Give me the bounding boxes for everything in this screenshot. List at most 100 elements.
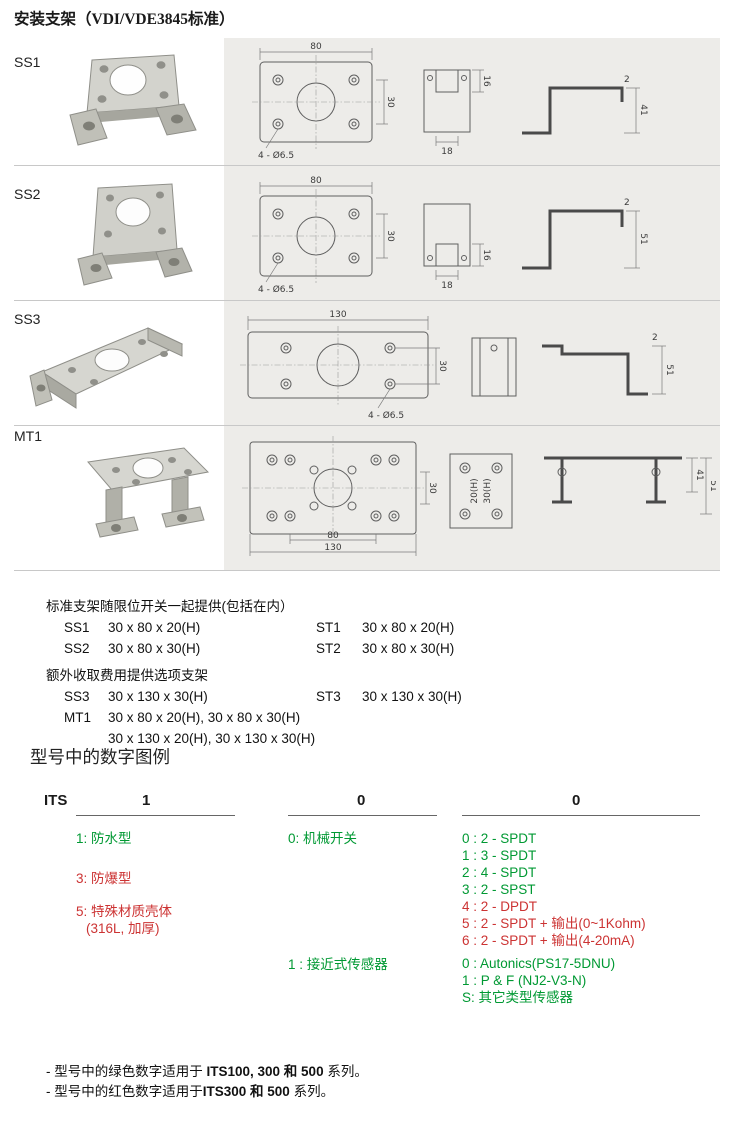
- legend-item: 1 : 接近式传感器: [288, 957, 388, 972]
- ss2-profile-view: 51 2: [522, 198, 648, 270]
- digit-underline: [288, 815, 437, 816]
- ss3-photo: [29, 327, 184, 409]
- model-digit-1: 1: [142, 792, 151, 809]
- dim-label: 30: [437, 360, 447, 372]
- spec-row: SS3 30 x 130 x 30(H) ST3 30 x 130 x 30(H…: [64, 686, 562, 707]
- digit-underline: [462, 815, 700, 816]
- legend-item: 0 : 2 - SPDT: [462, 831, 537, 846]
- footnote-series: ITS100, 300 和 500: [206, 1064, 324, 1079]
- digit-underline: [76, 815, 235, 816]
- standard-heading: 标准支架随限位开关一起提供(包括在内）: [46, 599, 294, 614]
- spec-value: 30 x 80 x 30(H): [108, 641, 201, 656]
- spec-row: 30 x 130 x 20(H), 30 x 130 x 30(H): [64, 728, 562, 749]
- ss2-top-view: 80 30 4 - Ø6.5: [252, 176, 395, 295]
- dim-label: 80: [327, 531, 339, 541]
- model-prefix: ITS: [44, 792, 68, 809]
- dim-label: 80: [310, 176, 322, 186]
- bracket-label-mt1: MT1: [14, 428, 42, 444]
- dim-label: 30: [385, 96, 395, 108]
- ss3-profile-view: 51 2: [542, 333, 674, 396]
- spec-label: ST1: [316, 620, 341, 635]
- legend-col-2: 0: 机械开关 1 : 接近式传感器: [288, 830, 388, 973]
- ss3-side-view: [471, 337, 517, 397]
- dim-label: 51: [638, 233, 648, 244]
- footnote-series: ITS300 和 500: [202, 1084, 290, 1099]
- dim-label: 30: [427, 482, 437, 494]
- legend-item: 0 : Autonics(PS17-5DNU): [462, 956, 616, 971]
- spec-value: 30 x 80 x 20(H): [362, 620, 455, 635]
- legend-item: 0: 机械开关: [288, 831, 358, 846]
- model-digit-2: 0: [357, 792, 366, 809]
- footnote-green: - 型号中的绿色数字适用于 ITS100, 300 和 500 系列。: [46, 1062, 368, 1082]
- mt1-top-view: 30 80 130: [242, 436, 437, 556]
- spec-value: 30 x 80 x 20(H): [108, 620, 201, 635]
- ss1-drawing: 80 30 4 - Ø6.5 16 18 41 2: [252, 42, 648, 161]
- spec-label: SS1: [64, 620, 90, 635]
- legend-item: 5 : 2 - SPDT + 输出(0~1Kohm): [462, 916, 646, 931]
- legend-item: 6 : 2 - SPDT + 输出(4-20mA): [462, 933, 635, 948]
- mt1-photo: [87, 447, 210, 538]
- dim-label: 130: [324, 543, 341, 553]
- legend-item: 1: 防水型: [76, 831, 132, 846]
- ss1-top-view: 80 30 4 - Ø6.5: [252, 42, 395, 161]
- spec-value: 30 x 130 x 30(H): [362, 689, 462, 704]
- ss2-side-view: 16 18: [423, 203, 491, 291]
- mt1-drawing: 30 80 130 20(H) 30(H): [242, 436, 716, 556]
- ss2-drawing: 80 30 4 - Ø6.5 16 18 51 2: [252, 176, 648, 295]
- ss1-profile-view: 41 2: [522, 75, 648, 135]
- legend-col-1: 1: 防水型 3: 防爆型 5: 特殊材质壳体 (316L, 加厚): [76, 830, 172, 937]
- dim-label: 41: [638, 104, 648, 115]
- dim-label: 2: [624, 198, 630, 208]
- footnote-text: - 型号中的绿色数字适用于: [46, 1064, 207, 1079]
- legend-heading: 型号中的数字图例: [30, 747, 170, 767]
- ss2-photo: [77, 183, 193, 286]
- spec-row: MT1 30 x 80 x 20(H), 30 x 80 x 30(H): [64, 707, 562, 728]
- footnote-text: - 型号中的红色数字适用于: [46, 1084, 203, 1099]
- legend-item: 1 : P & F (NJ2-V3-N): [462, 973, 587, 988]
- dim-label: 2: [652, 333, 658, 343]
- row-divider: [14, 300, 720, 301]
- ss1-photo: [69, 54, 197, 146]
- spec-label: SS3: [64, 689, 90, 704]
- dim-label: 16: [481, 75, 491, 87]
- row-divider: [14, 570, 720, 571]
- bracket-label-ss1: SS1: [14, 54, 41, 70]
- spec-value: 30 x 130 x 20(H), 30 x 130 x 30(H): [108, 731, 316, 746]
- spec-label: SS2: [64, 641, 90, 656]
- dim-label: 30(H): [483, 478, 493, 503]
- bracket-label-ss3: SS3: [14, 311, 41, 327]
- spec-row: SS1 30 x 80 x 20(H) ST1 30 x 80 x 20(H): [64, 617, 562, 638]
- dim-label: 30: [385, 230, 395, 242]
- legend-item: 5: 特殊材质壳体: [76, 904, 173, 919]
- dim-label: 51: [708, 480, 716, 491]
- footnote-text: 系列。: [323, 1064, 368, 1079]
- model-digit-3: 0: [572, 792, 581, 809]
- dim-label: 4 - Ø6.5: [368, 410, 404, 421]
- legend-col-3: 0 : 2 - SPDT 1 : 3 - SPDT 2 : 4 - SPDT 3…: [462, 830, 646, 1006]
- bracket-label-ss2: SS2: [14, 186, 41, 202]
- mt1-front-view: 20(H) 30(H): [449, 453, 513, 529]
- legend-item-sub: (316L, 加厚): [86, 921, 160, 936]
- dim-label: 130: [329, 310, 346, 320]
- dim-label: 18: [441, 281, 453, 291]
- bracket-specs: 标准支架随限位开关一起提供(包括在内） SS1 30 x 80 x 20(H) …: [46, 596, 562, 749]
- legend-item: 3: 防爆型: [76, 871, 132, 886]
- dim-label: 4 - Ø6.5: [258, 150, 294, 161]
- spec-label: ST3: [316, 689, 341, 704]
- ss3-drawing: 130 30 4 - Ø6.5 51 2: [240, 310, 674, 421]
- footnote-text: 系列。: [289, 1084, 335, 1099]
- dim-label: 18: [441, 147, 453, 157]
- spec-label: ST2: [316, 641, 341, 656]
- legend-item: 3 : 2 - SPST: [462, 882, 536, 897]
- spec-value: 30 x 80 x 20(H), 30 x 80 x 30(H): [108, 710, 301, 725]
- legend-item: 2 : 4 - SPDT: [462, 865, 537, 880]
- spec-value: 30 x 130 x 30(H): [108, 689, 208, 704]
- spec-value: 30 x 80 x 30(H): [362, 641, 455, 656]
- ss1-side-view: 16 18: [423, 69, 491, 157]
- legend-item: 1 : 3 - SPDT: [462, 848, 537, 863]
- dim-label: 51: [664, 364, 674, 375]
- dim-label: 20(H): [470, 478, 480, 503]
- row-divider: [14, 425, 720, 426]
- ss3-top-view: 130 30 4 - Ø6.5: [240, 310, 447, 421]
